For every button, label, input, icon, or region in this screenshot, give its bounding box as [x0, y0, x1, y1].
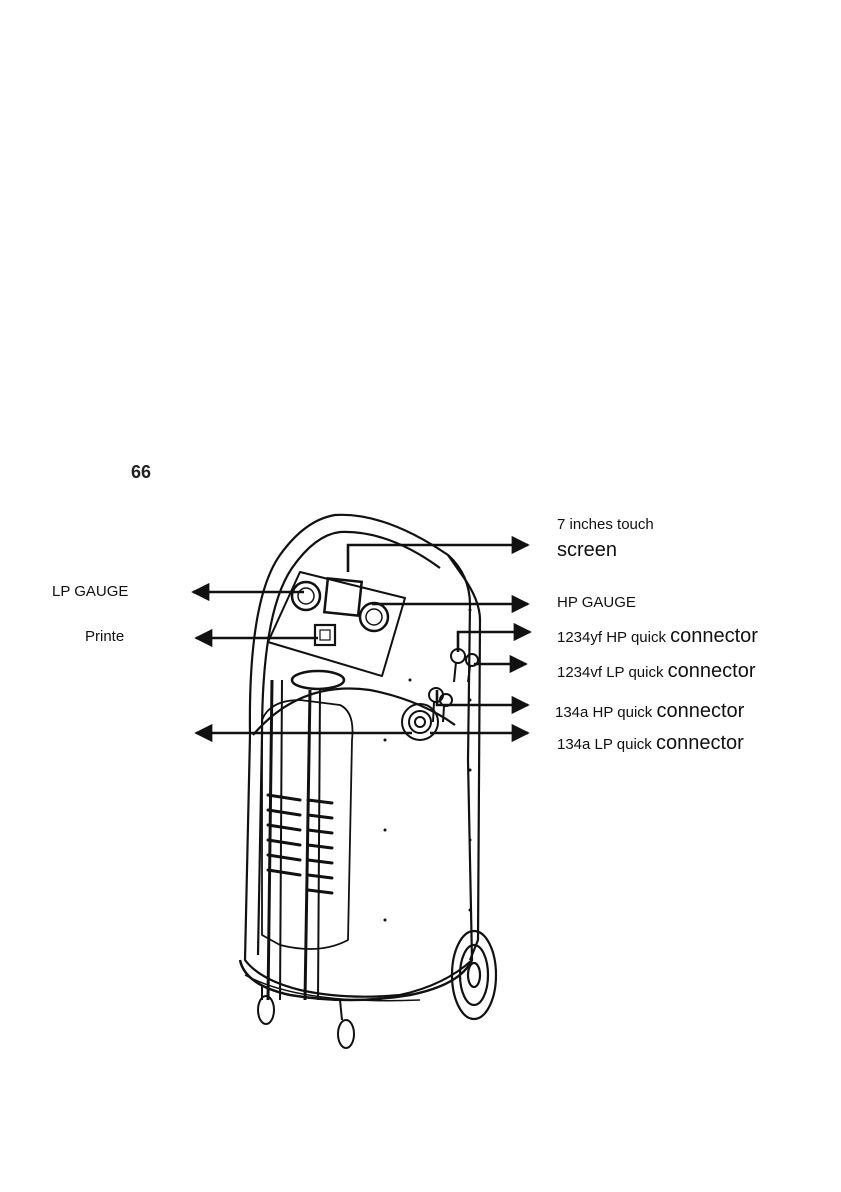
quick-connectors	[429, 649, 478, 722]
label-134a-hp: 134a HP quick connector	[555, 701, 744, 721]
label-134a-lp: 134a LP quick connector	[557, 733, 744, 753]
label-hp-gauge: HP GAUGE	[557, 595, 636, 610]
stray-mark: 66	[131, 462, 151, 483]
touch-screen-shape	[324, 578, 361, 615]
label-touch-screen-line2: screen	[557, 540, 617, 560]
caster-right	[338, 1000, 354, 1048]
label-1234yf-lp: 1234vf LP quick connector	[557, 661, 755, 681]
label-1234yf-hp: 1234yf HP quick connector	[557, 626, 758, 646]
logo-oval-shape	[292, 671, 344, 689]
label-lp-gauge: LP GAUGE	[52, 584, 128, 599]
vent-slots	[268, 795, 332, 893]
label-touch-screen-line1: 7 inches touch	[557, 517, 654, 532]
printer-shape	[315, 625, 335, 645]
label-printer: Printe	[85, 629, 124, 644]
hp-gauge-shape	[360, 603, 388, 631]
lp-gauge-shape	[292, 582, 320, 610]
rivets	[384, 609, 472, 922]
fan-shape	[402, 704, 438, 740]
